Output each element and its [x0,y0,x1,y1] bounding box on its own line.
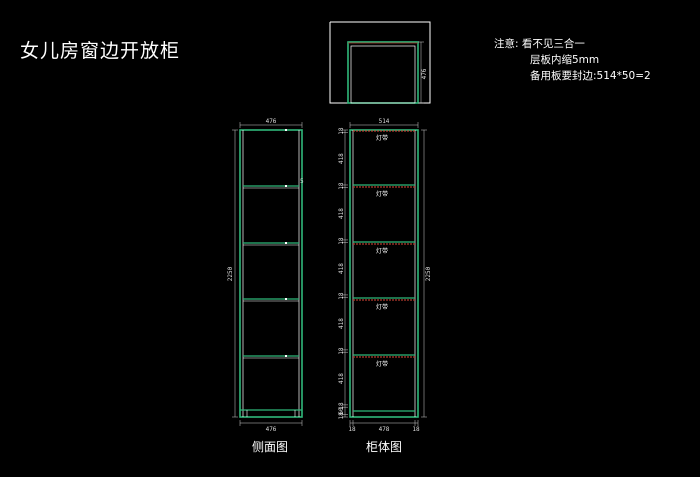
section-dimension-2: 418 [338,153,345,164]
section-dimension-11: 18 [338,402,345,410]
front-height: 2250 [425,266,432,281]
lamp-label-5: 灯带 [376,360,388,368]
section-dimension-5: 18 [338,237,345,245]
front-top-width: 514 [379,118,390,125]
front-view: 灯带 灯带 灯带 灯带 灯带 514 2250 18 418 18 418 18 418 1… [338,118,432,433]
side-shelf-inset: 5 [300,178,304,185]
note-line-1: 注意: 看不见三合一 [494,38,585,50]
section-dimension-4: 418 [338,208,345,219]
section-dimension-13: 18 [338,412,345,420]
top-depth-dimension: 476 [421,68,428,79]
front-bottom-width-left: 18 [348,426,356,433]
drawing-title: 女儿房窗边开放柜 [20,40,181,62]
notes-block: 注意: 看不见三合一 层板内缩5mm 备用板要封边:514*50=2 [494,36,651,84]
lamp-label-3: 灯带 [376,247,388,255]
side-top-width: 476 [266,118,277,125]
front-bottom-width-right: 18 [412,426,420,433]
note-line-3: 备用板要封边:514*50=2 [530,70,651,82]
section-dimension-7: 18 [338,292,345,300]
section-dimension-10: 418 [338,373,345,384]
side-bottom-width: 476 [266,426,277,433]
section-dimension-6: 418 [338,263,345,274]
note-line-2: 层板内缩5mm [530,54,600,66]
section-dimension-12: 60 [338,407,345,415]
section-dimension-1: 18 [338,127,345,135]
side-view-caption: 侧面图 [252,440,288,454]
lamp-label-1: 灯带 [376,134,388,142]
section-dimension-3: 18 [338,182,345,190]
top-view: 476 [329,21,431,104]
section-dimension-9: 18 [338,347,345,355]
side-view: 476 476 2250 5 [227,118,304,433]
section-dimension-8: 418 [338,318,345,329]
front-bottom-width-mid: 478 [379,426,390,433]
lamp-label-4: 灯带 [376,303,388,311]
front-view-caption: 柜体图 [366,440,402,454]
side-height: 2250 [227,266,234,281]
lamp-label-2: 灯带 [376,190,388,198]
